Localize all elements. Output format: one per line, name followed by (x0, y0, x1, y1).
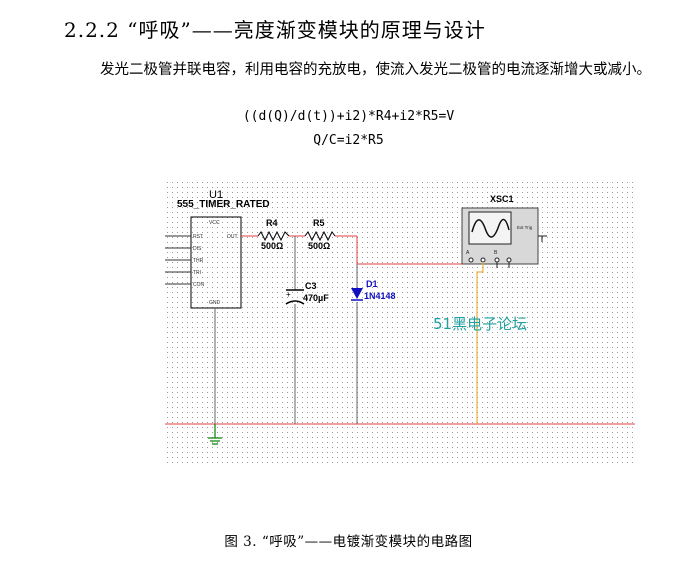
pin-label: DIS (193, 246, 202, 252)
r5-label: R5 (313, 218, 325, 228)
capacitor-c3: + C3 470µF (285, 281, 329, 305)
diode-d1: D1 1N4148 (351, 279, 396, 301)
d1-part-label: 1N4148 (364, 291, 396, 301)
svg-text:+: + (286, 290, 291, 299)
pin-label: CON (193, 282, 205, 288)
u1-timer: U1 555_TIMER_RATED RST DIS THR TRI CON V… (165, 189, 270, 309)
formula-2: Q/C=i2*R5 (313, 133, 384, 148)
circuit-schematic: U1 555_TIMER_RATED RST DIS THR TRI CON V… (165, 180, 635, 464)
formula-1: ((d(Q)/d(t))+i2)*R4+i2*R5=V (242, 109, 455, 124)
scope-a-label: A (466, 250, 470, 256)
r4-label: R4 (266, 218, 278, 228)
scope-b-label: B (494, 250, 498, 256)
scope-waveform (471, 218, 510, 238)
oscilloscope-xsc1: XSC1 Ext Trig A B (461, 194, 547, 268)
pin-out-label: OUT (227, 234, 238, 240)
u1-part-label: 555_TIMER_RATED (177, 199, 270, 210)
u1-body (190, 216, 242, 309)
pin-label: THR (193, 258, 204, 264)
scope-label: XSC1 (490, 194, 514, 204)
watermark: 51黑电子论坛 (433, 315, 527, 333)
probe-wire (476, 262, 484, 424)
pin-label: TRI (193, 270, 201, 276)
grid-background (165, 180, 635, 464)
r5-value: 500Ω (308, 241, 330, 251)
d1-label: D1 (366, 279, 378, 289)
ground-symbol (208, 424, 222, 445)
c3-label: C3 (305, 281, 317, 291)
figure-caption: 图 3. “呼吸”——电镀渐变模块的电路图 (224, 534, 473, 550)
pin-vcc-label: VCC (209, 220, 220, 226)
scope-screen (468, 211, 512, 245)
resistor-r5: R5 500Ω (304, 218, 336, 251)
section-heading: 2.2.2 “呼吸”——亮度渐变模块的原理与设计 (64, 18, 486, 42)
r4-value: 500Ω (261, 241, 283, 251)
gray-wires (214, 236, 358, 424)
resistor-r4: R4 500Ω (257, 218, 290, 251)
red-wires (165, 235, 635, 425)
body-paragraph: 发光二极管并联电容，利用电容的充放电，使流入发光二极管的电流逐渐增大或减小。 (100, 62, 651, 78)
pin-label: RST (193, 234, 203, 240)
scope-ext-label: Ext Trig (517, 225, 533, 230)
c3-value: 470µF (303, 293, 329, 303)
u1-label: U1 (209, 189, 223, 201)
pin-gnd-label: GND (209, 300, 221, 306)
